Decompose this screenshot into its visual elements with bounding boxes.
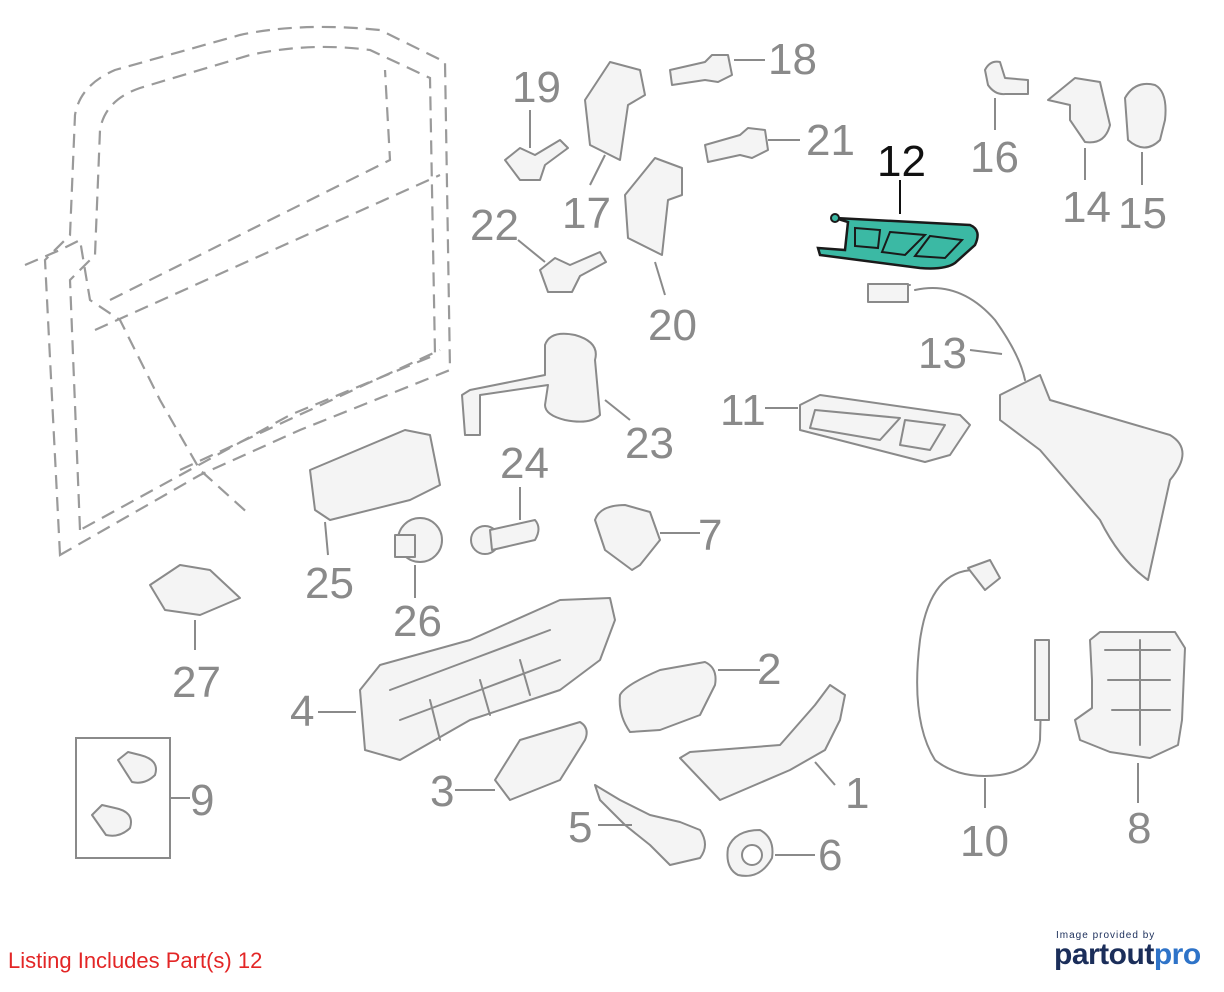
callout-9: 9 [190,776,214,825]
listing-note: Listing Includes Part(s) 12 [8,948,262,974]
callout-4: 4 [290,687,314,736]
callout-21: 21 [806,116,855,165]
callout-13: 13 [918,329,967,378]
brand-accent: pro [1153,938,1201,971]
callout-24: 24 [500,439,549,488]
callout-12: 12 [877,137,926,186]
brand-main: partout [1054,938,1154,971]
callout-7: 7 [698,511,722,560]
callout-19: 19 [512,63,561,112]
part-12-highlighted[interactable] [816,213,979,270]
leader-lines [170,59,1143,856]
callout-27: 27 [172,658,221,707]
listing-parts: 12 [237,948,263,973]
callout-1: 1 [845,769,869,818]
callout-2: 2 [757,645,781,694]
callout-23: 23 [625,419,674,468]
callout-14: 14 [1062,183,1111,232]
callout-17: 17 [562,189,611,238]
callout-5: 5 [568,803,592,852]
callout-22: 22 [470,201,519,250]
part-shapes [75,54,1186,877]
image-credit-caption: Image provided by [1056,930,1156,941]
callout-numbers: 1 2 3 4 5 6 7 8 9 10 11 12 13 14 15 16 1… [172,35,1167,880]
callout-18: 18 [768,35,817,84]
callout-11: 11 [720,386,766,435]
callout-3: 3 [430,767,454,816]
callout-16: 16 [970,133,1019,182]
callout-26: 26 [393,597,442,646]
callout-20: 20 [648,301,697,350]
door-frame-outline [24,25,452,557]
callout-6: 6 [818,831,842,880]
callout-8: 8 [1127,804,1151,853]
callout-25: 25 [305,559,354,608]
callout-10: 10 [960,817,1009,866]
listing-prefix: Listing Includes Part(s) [8,948,232,973]
partoutpro-logo: partoutpro [1054,938,1201,972]
callout-15: 15 [1118,189,1167,238]
